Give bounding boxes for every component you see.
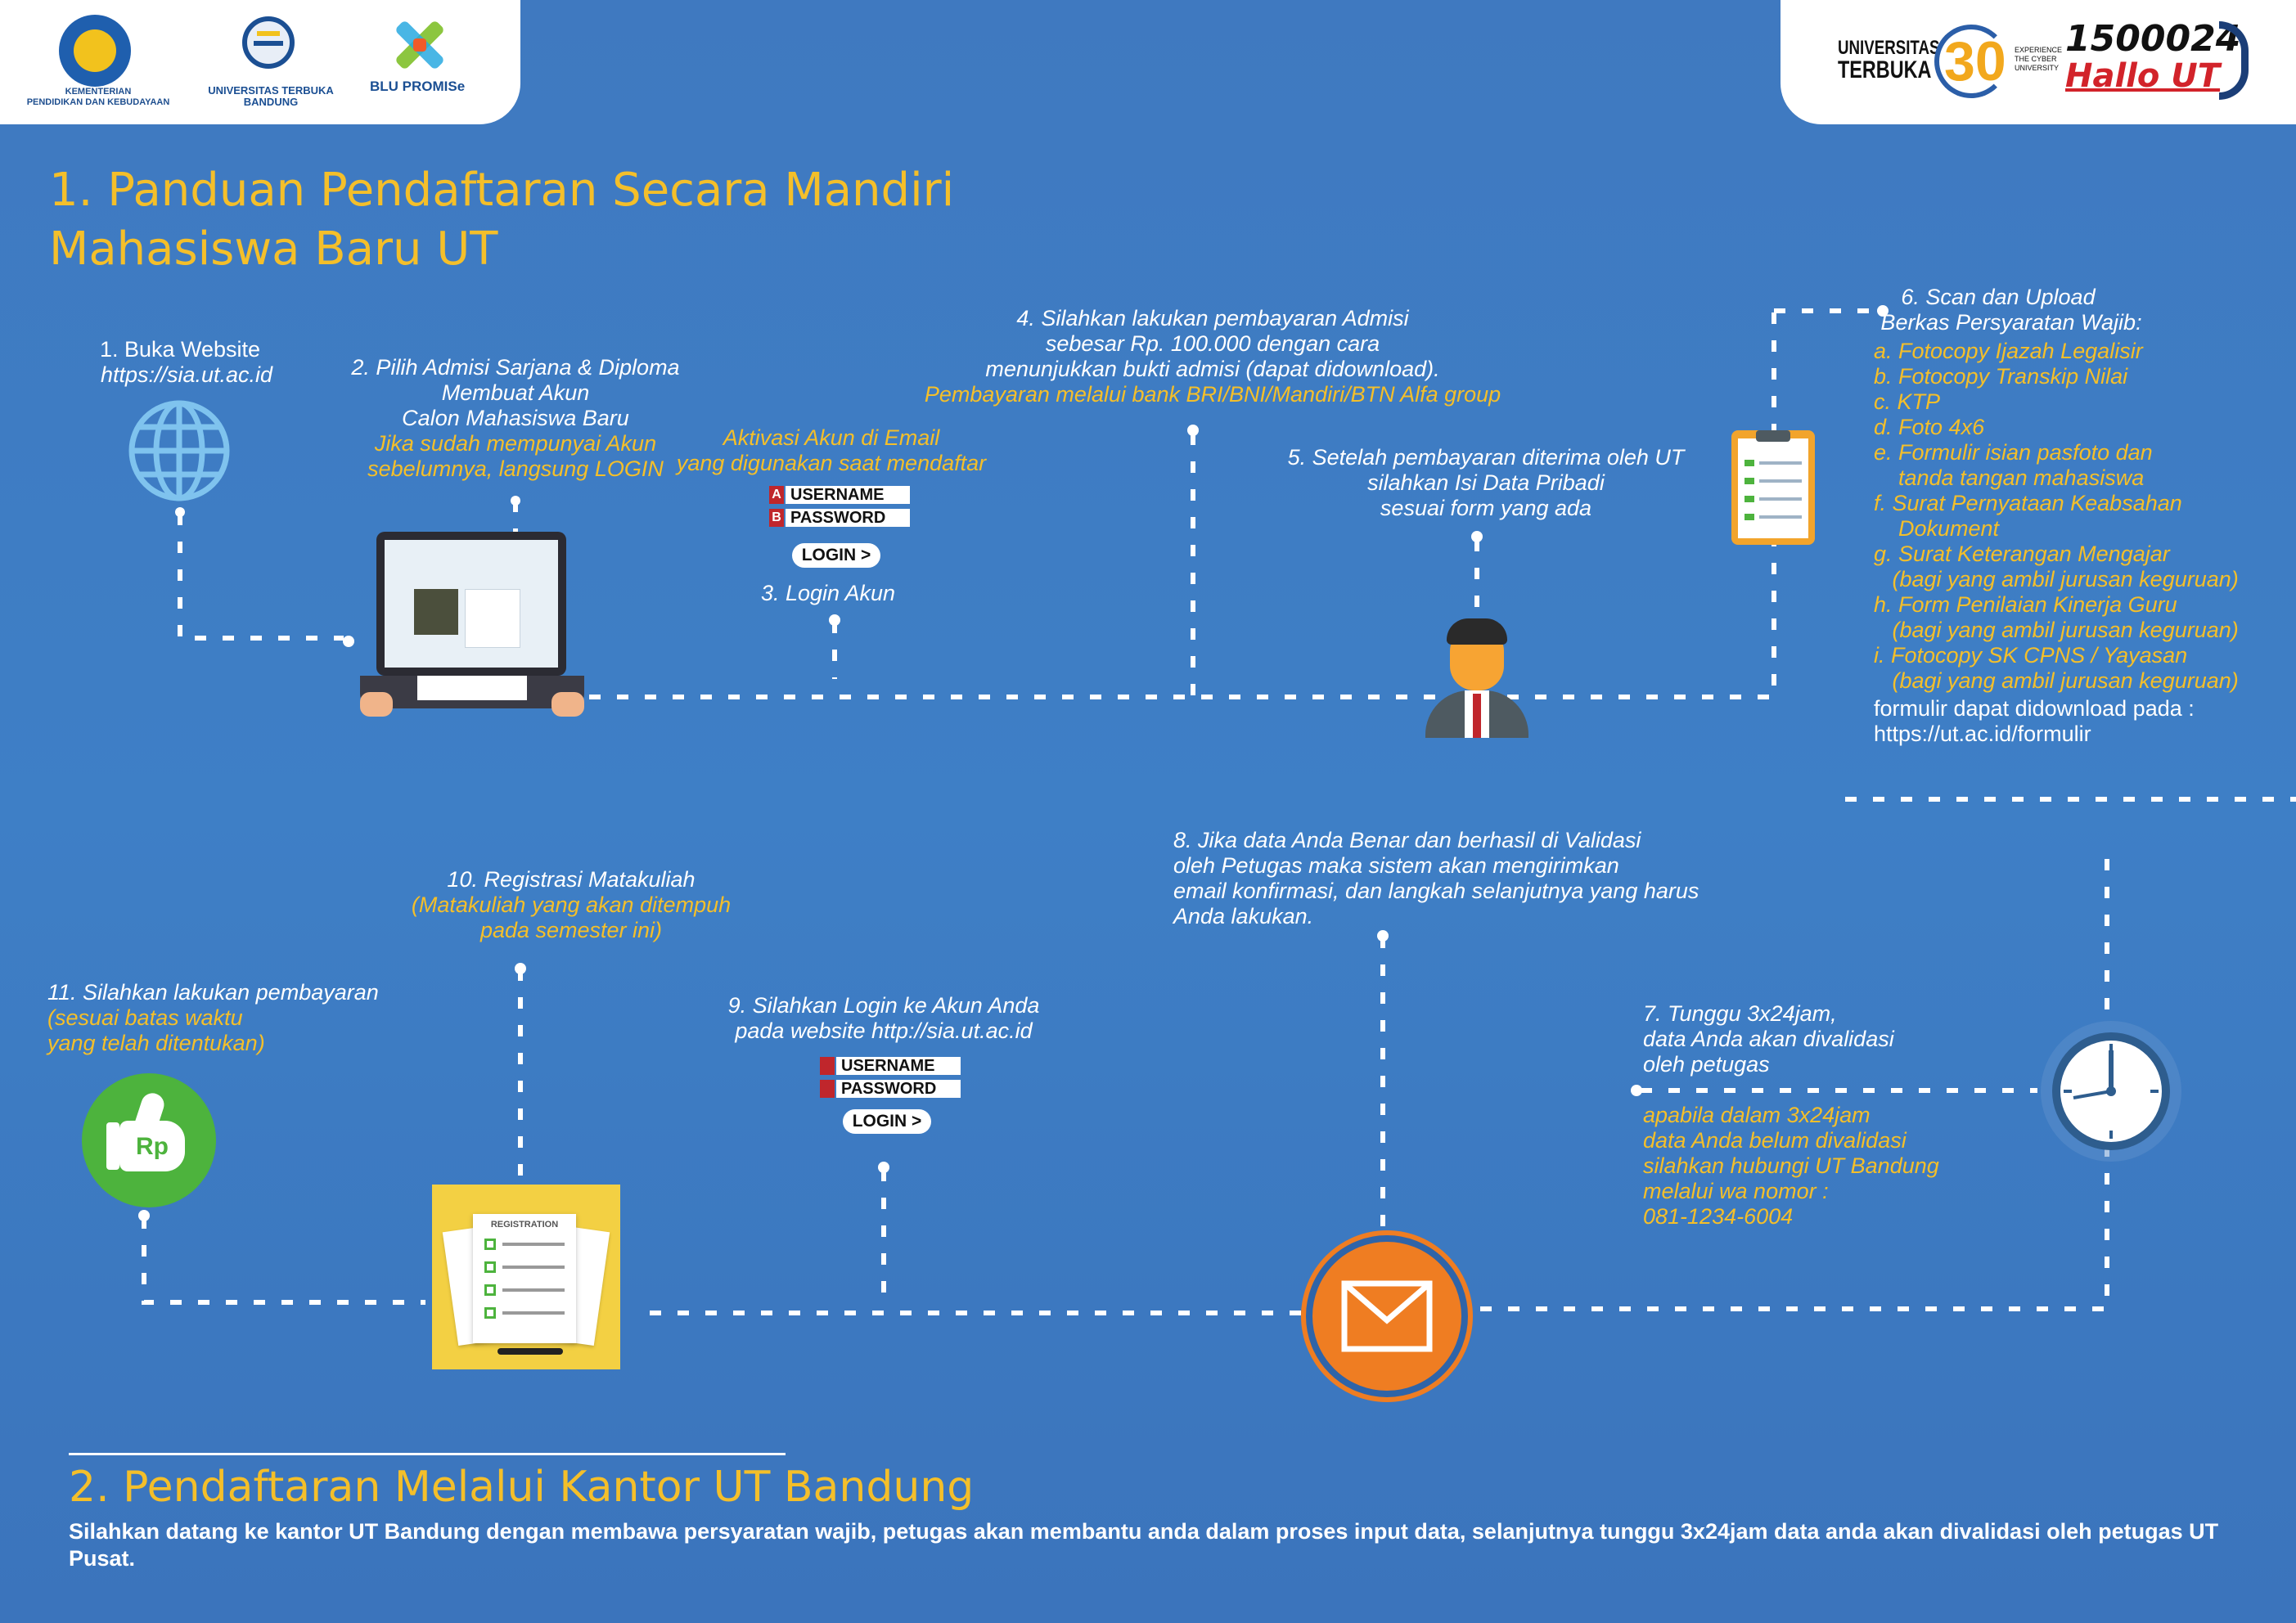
step6-download-url[interactable]: https://ut.ac.id/formulir (1874, 722, 2091, 746)
step2-line3: Calon Mahasiswa Baru (402, 406, 629, 430)
section1-title-line2: Mahasiswa Baru UT (49, 223, 498, 276)
step1-url: https://sia.ut.ac.id (100, 362, 273, 387)
clock-icon (2041, 1021, 2181, 1162)
step6-line2: Berkas Persyaratan Wajib: (1880, 310, 2142, 335)
person-icon (1425, 615, 1528, 738)
step3-username-field[interactable]: USERNAME (786, 486, 910, 504)
kemendikbud-logo (59, 15, 131, 87)
step10-note2: pada semester ini) (479, 918, 663, 942)
step10-line1: 10. Registrasi Matakuliah (447, 867, 696, 892)
step6-line1: 6. Scan dan Upload (1901, 285, 2096, 309)
step11-note1: (sesuai batas waktu (47, 1005, 243, 1030)
step10-note1: (Matakuliah yang akan ditempuh (411, 892, 732, 917)
step9-line1: 9. Silahkan Login ke Akun Anda (727, 993, 1040, 1018)
requirement-item: i. Fotocopy SK CPNS / Yayasan (1874, 643, 2188, 668)
step2-line2: Membuat Akun (441, 380, 590, 405)
globe-icon (128, 400, 230, 501)
ut-tagline: EXPERIENCE THE CYBER UNIVERSITY (2015, 46, 2063, 72)
requirement-item: f. Surat Pernyataan Keabsahan (1874, 491, 2182, 515)
laptop-illustration (360, 532, 584, 726)
checklist-clipboard-icon (1731, 430, 1815, 545)
requirement-item: d. Foto 4x6 (1874, 415, 1985, 439)
ut-30-anniversary-logo: 30 (1934, 18, 2013, 100)
step9-line2: pada website http://sia.ut.ac.id (735, 1018, 1033, 1043)
header-logos-card: KEMENTERIAN PENDIDIKAN DAN KEBUDAYAAN UN… (0, 0, 520, 124)
requirement-item: c. KTP (1874, 389, 1941, 414)
email-envelope-icon (1306, 1235, 1468, 1397)
section2-divider (69, 1453, 786, 1455)
step2-note2: sebelumnya, langsung LOGIN (367, 456, 664, 481)
login-letter-a: A (769, 486, 784, 504)
step3-note2: yang digunakan saat mendaftar (676, 451, 987, 475)
step4-line1: 4. Silahkan lakukan pembayaran Admisi (1016, 306, 1409, 330)
requirement-item: b. Fotocopy Transkip Nilai (1874, 364, 2128, 389)
step8-line1: 8. Jika data Anda Benar dan berhasil di … (1173, 828, 1641, 852)
step8-line4: Anda lakukan. (1173, 904, 1314, 928)
step3-note1: Aktivasi Akun di Email (723, 425, 940, 450)
step7-note3: silahkan hubungi UT Bandung (1643, 1153, 1939, 1178)
requirement-item: g. Surat Keterangan Mengajar (1874, 542, 2170, 566)
step7-note4: melalui wa nomor : (1643, 1179, 1829, 1203)
step7-note2: data Anda belum divalidasi (1643, 1128, 1907, 1153)
registration-forms-illustration: REGISTRATION (432, 1185, 620, 1369)
step9-password-field[interactable]: PASSWORD (836, 1080, 961, 1098)
step5-line3: sesuai form yang ada (1380, 496, 1592, 520)
requirement-item: e. Formulir isian pasfoto dan (1874, 440, 2153, 465)
step5-line1: 5. Setelah pembayaran diterima oleh UT (1287, 445, 1685, 470)
pen-icon (497, 1348, 563, 1355)
requirement-item: (bagi yang ambil jurusan keguruan) (1874, 618, 2239, 642)
blu-promise-logo-text: BLU PROMISe (370, 79, 466, 94)
ut-logo-line2: TERBUKA (1838, 56, 1932, 83)
step9-username-field[interactable]: USERNAME (836, 1057, 961, 1075)
ut-logo-line1: UNIVERSITAS (1838, 37, 1940, 59)
step7-line2: data Anda akan divalidasi (1643, 1027, 1894, 1051)
requirement-item: a. Fotocopy Ijazah Legalisir (1874, 339, 2143, 363)
section1-title-line1: 1. Panduan Pendaftaran Secara Mandiri (49, 164, 955, 217)
step3-password-field[interactable]: PASSWORD (786, 509, 910, 527)
step7-line1: 7. Tunggu 3x24jam, (1643, 1001, 1837, 1026)
requirement-item: Dokument (1874, 516, 2000, 541)
step2-line1: 2. Pilih Admisi Sarjana & Diploma (351, 355, 680, 380)
step4-note: Pembayaran melalui bank BRI/BNI/Mandiri/… (924, 382, 1501, 407)
kemendikbud-logo-text: KEMENTERIAN PENDIDIKAN DAN KEBUDAYAAN (26, 87, 170, 107)
ut-bandung-logo-text: UNIVERSITAS TERBUKA BANDUNG (208, 84, 334, 108)
step7-phone: 081-1234-6004 (1643, 1204, 1794, 1229)
hotline-number: 1500024 (2065, 18, 2241, 60)
section2-body: Silahkan datang ke kantor UT Bandung den… (69, 1519, 2219, 1571)
step7-note1: apabila dalam 3x24jam (1643, 1103, 1871, 1127)
step7-line3: oleh petugas (1643, 1052, 1770, 1077)
step9-login-button[interactable]: LOGIN > (843, 1109, 931, 1134)
step8-line3: email konfirmasi, dan langkah selanjutny… (1173, 879, 1699, 903)
requirement-item: h. Form Penilaian Kinerja Guru (1874, 592, 2177, 617)
ut-bandung-logo (242, 16, 295, 69)
registration-label: REGISTRATION (490, 1220, 559, 1230)
requirement-item: (bagi yang ambil jurusan keguruan) (1874, 567, 2239, 591)
header-ut-card: UNIVERSITAS TERBUKA 30 EXPERIENCE THE CY… (1781, 0, 2296, 124)
rp-label: Rp (136, 1133, 169, 1160)
requirement-item: (bagi yang ambil jurusan keguruan) (1874, 668, 2239, 693)
blu-promise-logo (391, 16, 448, 74)
step2-note1: Jika sudah mempunyai Akun (374, 431, 657, 456)
step8-line2: oleh Petugas maka sistem akan mengirimka… (1173, 853, 1619, 878)
step6-download-note: formulir dapat didownload pada : (1874, 696, 2195, 721)
step4-line3: menunjukkan bukti admisi (dapat didownlo… (985, 357, 1440, 381)
hotline-label: Hallo UT (2065, 57, 2221, 95)
step3-title: 3. Login Akun (760, 581, 896, 605)
requirement-item: tanda tangan mahasiswa (1874, 465, 2145, 490)
login-letter-a-step9 (820, 1057, 835, 1075)
login-letter-b: B (769, 509, 784, 527)
section2-title: 2. Pendaftaran Melalui Kantor UT Bandung (69, 1463, 975, 1512)
payment-thumbs-up-icon: Rp (82, 1073, 216, 1207)
step11-note2: yang telah ditentukan) (47, 1031, 265, 1055)
step11-line1: 11. Silahkan lakukan pembayaran (47, 980, 379, 1005)
step5-line2: silahkan Isi Data Pribadi (1367, 470, 1605, 495)
step4-line2: sebesar Rp. 100.000 dengan cara (1045, 331, 1380, 356)
step3-login-button[interactable]: LOGIN > (792, 543, 880, 568)
login-letter-b-step9 (820, 1080, 835, 1098)
step1-title: 1. Buka Website (99, 337, 261, 362)
